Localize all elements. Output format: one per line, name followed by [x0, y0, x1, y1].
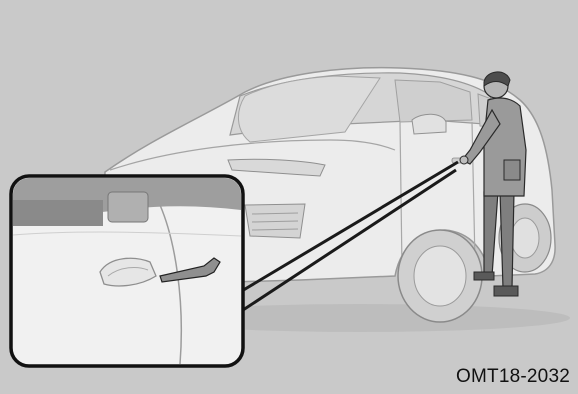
door-handle-detail [11, 176, 243, 366]
figure-code: OMT18-2032 [456, 366, 570, 388]
